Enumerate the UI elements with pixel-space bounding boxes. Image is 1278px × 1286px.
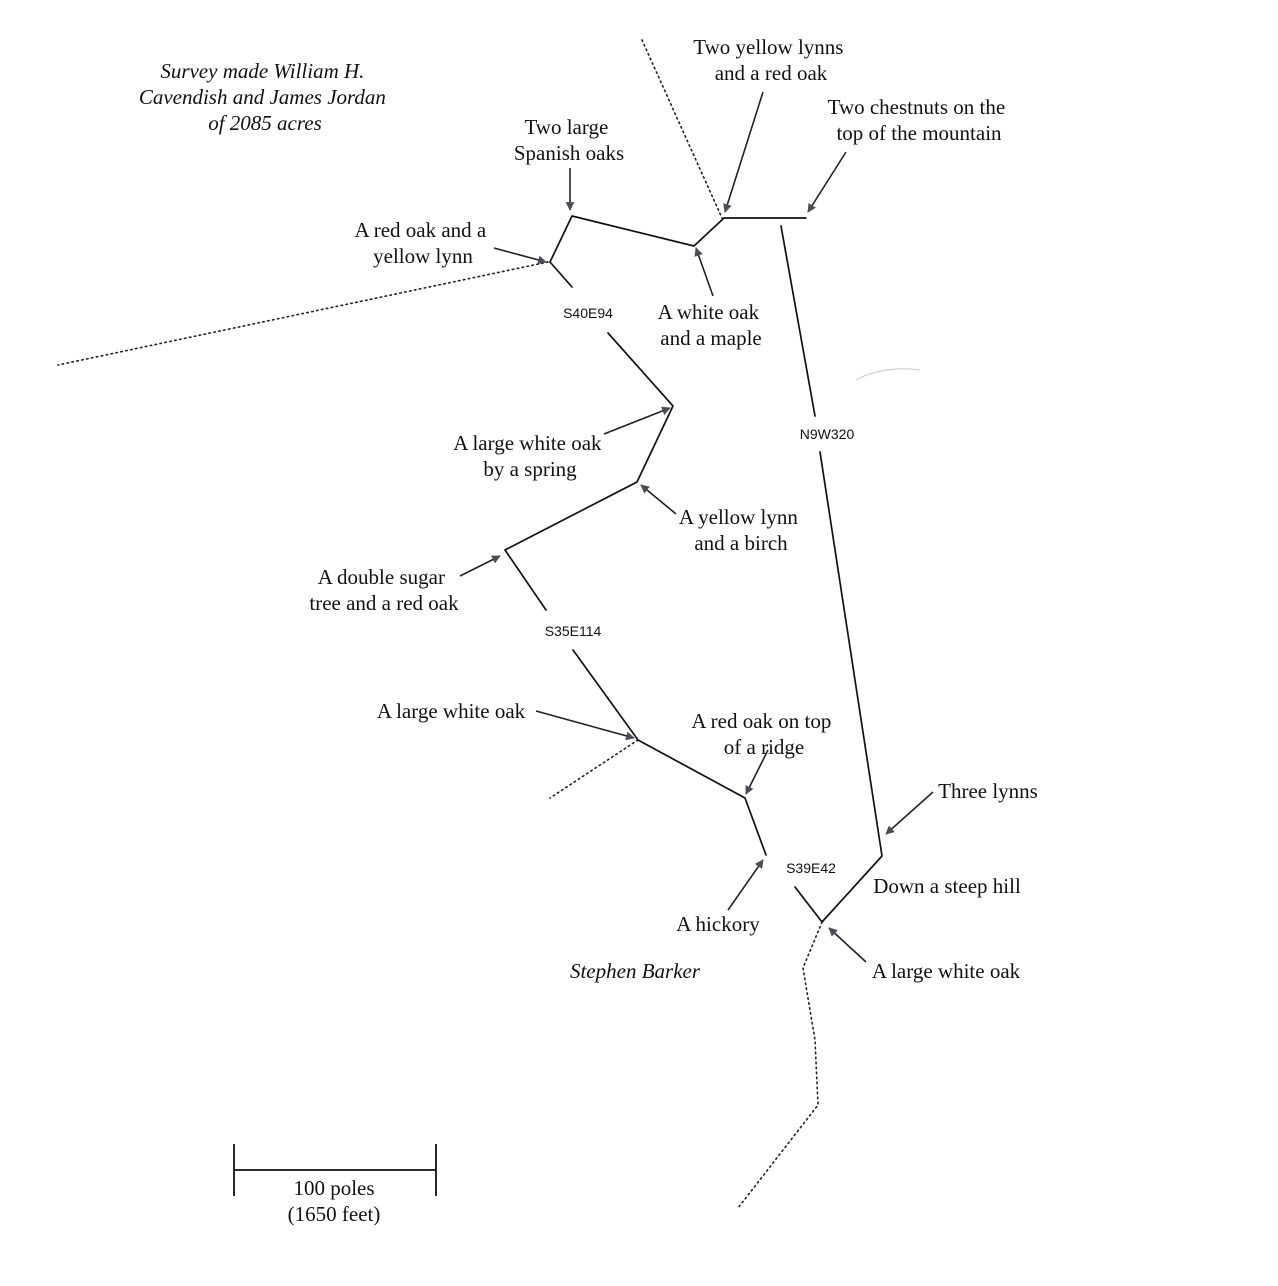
adjoining-line-west: [57, 261, 549, 366]
pencil-mark: [855, 368, 921, 381]
boundary-north-segment: [549, 215, 807, 263]
label-double-sugar-tree: A double sugar tree and a red oak: [309, 565, 459, 615]
adjoining-line-north: [641, 39, 723, 219]
bearing-s40e94: S40E94: [563, 305, 613, 321]
label-hickory: A hickory: [676, 912, 760, 936]
scale-bar: 100 poles (1650 feet): [233, 1144, 437, 1226]
pointer-three-lynns: [885, 791, 934, 835]
scale-bar-label: 100 poles: [293, 1176, 374, 1200]
pointer-red-oak-yellow-lynn: [493, 247, 547, 265]
bearing-s39e42: S39E42: [786, 860, 836, 876]
label-steep-hill: Down a steep hill: [873, 874, 1021, 898]
label-large-white-oak-2: A large white oak: [872, 959, 1021, 983]
adjoining-line-southwest: [549, 739, 639, 799]
pointer-red-oak-ridge: [745, 749, 769, 795]
boundary-segment-from-s40e94: [504, 332, 674, 611]
label-large-white-oak-spring: A large white oak by a spring: [453, 431, 607, 481]
pointer-large-white-oak-2: [828, 927, 867, 963]
pointer-large-white-oak-spring: [603, 406, 671, 435]
boundary-segment-to-s40e94: [549, 261, 573, 288]
bearing-n9w320: N9W320: [800, 426, 855, 442]
bearing-s35e114: S35E114: [545, 623, 602, 639]
label-two-yellow-lynns: Two yellow lynns and a red oak: [693, 35, 848, 85]
pointer-double-sugar-tree: [459, 555, 501, 577]
label-two-spanish-oaks: Two large Spanish oaks: [514, 115, 624, 165]
pointer-two-yellow-lynns: [723, 91, 764, 213]
adjoining-owner-label: Stephen Barker: [570, 959, 701, 983]
pointer-hickory: [727, 859, 764, 911]
scale-bar-sublabel: (1650 feet): [288, 1202, 381, 1226]
label-yellow-lynn-birch: A yellow lynn and a birch: [679, 505, 803, 555]
label-two-chestnuts: Two chestnuts on the top of the mountain: [828, 95, 1011, 145]
label-red-oak-ridge: A red oak on top of a ridge: [691, 709, 836, 759]
pointer-two-chestnuts: [807, 151, 847, 213]
boundary-segment-to-n9w320: [780, 225, 816, 417]
pointer-yellow-lynn-birch: [640, 484, 677, 515]
adjoining-line-south: [737, 921, 823, 1209]
pointer-large-white-oak-1: [535, 710, 635, 741]
adjoining-lines: [57, 39, 823, 1209]
corner-pointers: [459, 91, 934, 963]
tract-boundary: [504, 215, 883, 923]
pointer-white-oak-maple: [694, 247, 714, 297]
survey-note: Survey made William H. Cavendish and Jam…: [139, 59, 391, 135]
label-red-oak-yellow-lynn: A red oak and a yellow lynn: [354, 218, 491, 268]
label-three-lynns: Three lynns: [938, 779, 1038, 803]
boundary-segment-from-s35e114: [572, 649, 767, 856]
boundary-segment-from-s39e42: [794, 451, 883, 923]
label-white-oak-maple: A white oak and a maple: [658, 300, 765, 350]
label-large-white-oak-1: A large white oak: [377, 699, 526, 723]
